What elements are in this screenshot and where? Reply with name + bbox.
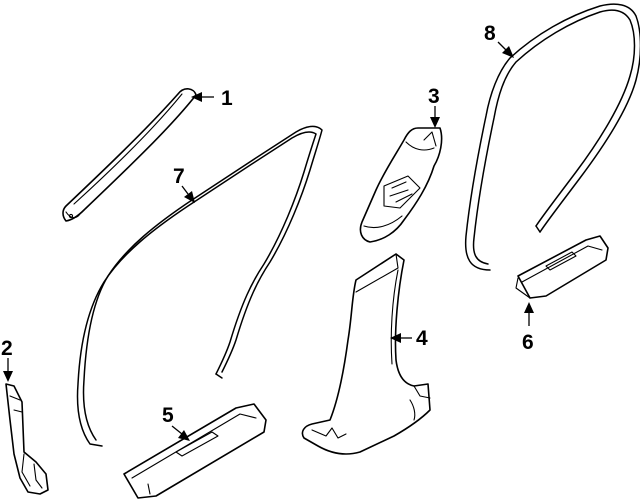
callout-leader-8 [497,41,514,58]
part-4-center-pillar-lower-trim [301,253,431,455]
callout-leader-4 [390,333,412,343]
part-2-kick-panel-trim [5,383,49,495]
part-5-front-scuff-plate [123,403,267,499]
callout-label-5: 5 [162,404,174,427]
part-3-center-pillar-upper-trim [359,127,443,243]
callout-label-7: 7 [173,165,185,188]
part-8-rear-door-weatherstrip [464,3,640,271]
callout-label-6: 6 [522,331,534,354]
callout-leader-6 [524,302,534,326]
part-7-front-door-weatherstrip [76,125,323,447]
part-1-front-pillar-trim [62,88,197,222]
part-6-rear-scuff-plate [515,235,609,299]
callout-label-2: 2 [1,337,13,360]
callout-leader-1 [191,92,214,102]
callout-leader-5 [171,425,190,441]
callout-leader-3 [430,106,440,128]
callout-leader-2 [3,358,13,382]
callout-label-4: 4 [416,327,428,350]
callout-label-3: 3 [428,85,440,108]
callout-leader-7 [181,185,195,203]
callout-label-8: 8 [484,22,496,45]
callout-label-1: 1 [221,87,233,110]
